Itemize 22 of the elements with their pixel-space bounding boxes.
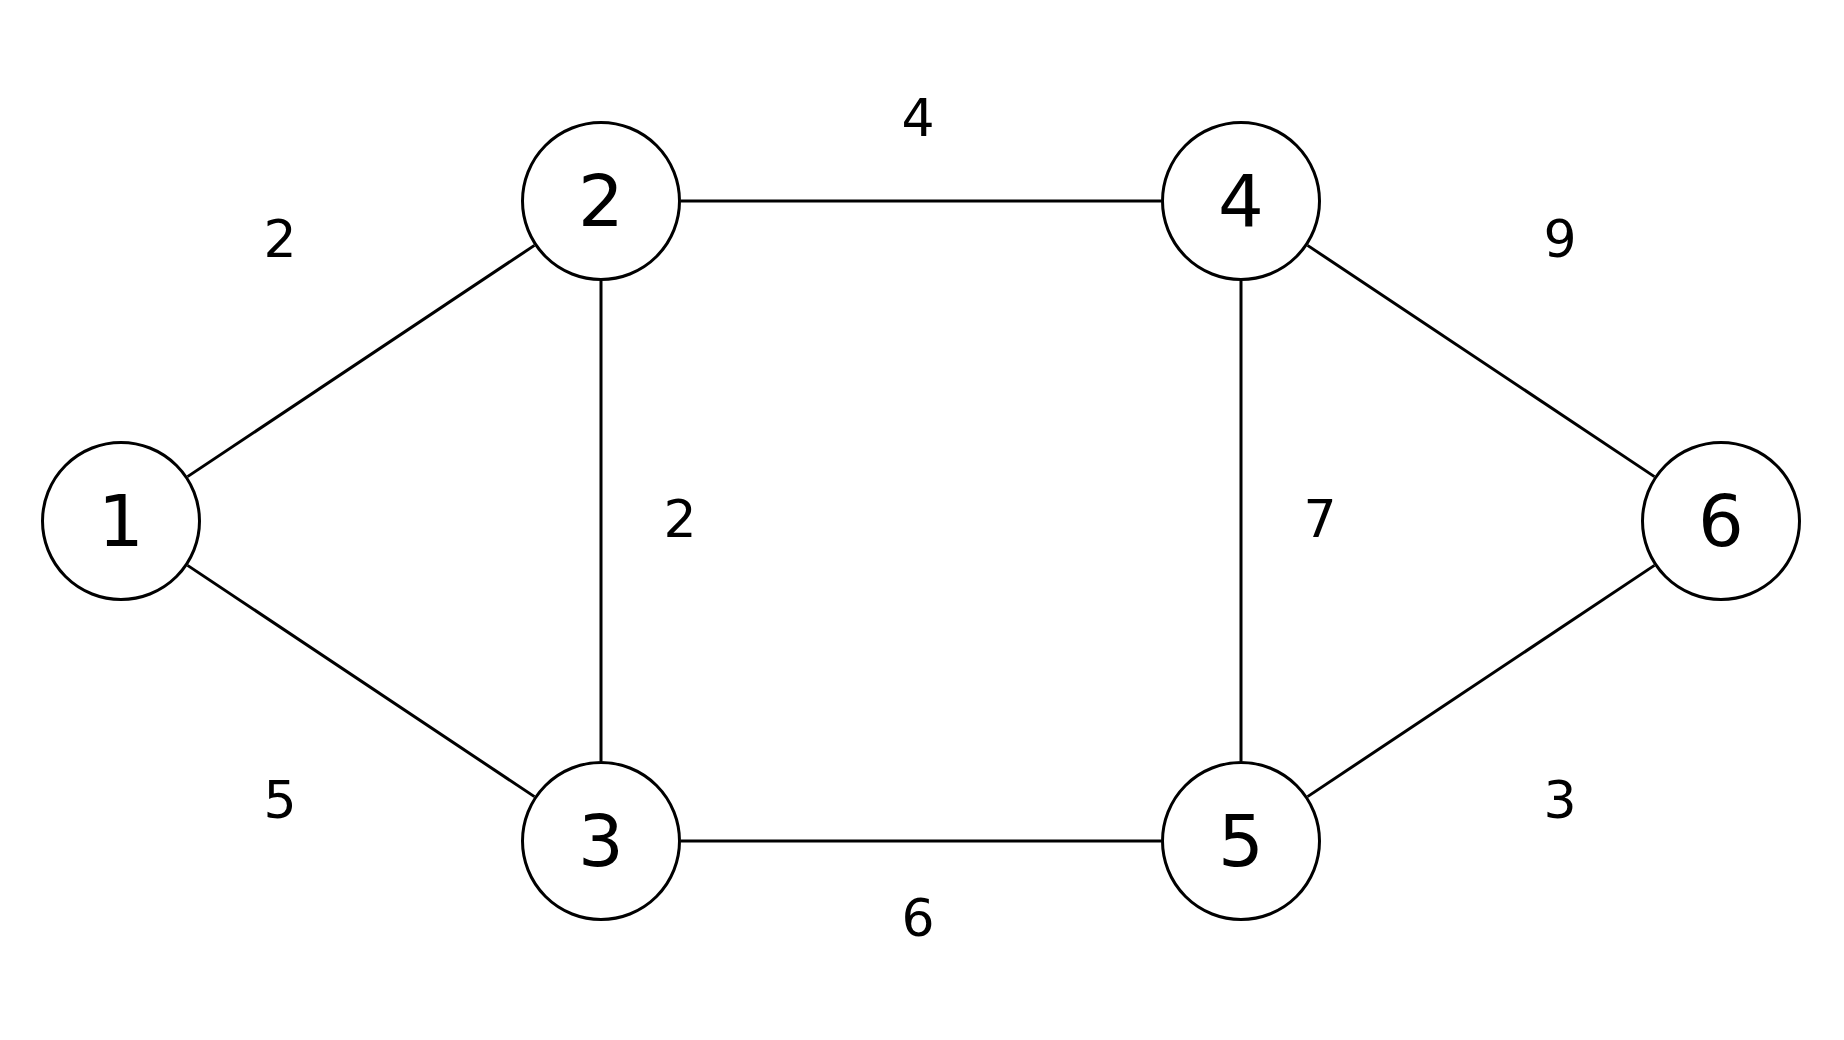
node-number: 4 — [1218, 165, 1264, 237]
node-number: 5 — [1218, 805, 1264, 877]
connector-line — [1306, 244, 1656, 478]
connector-line — [186, 564, 536, 798]
node-number: 3 — [578, 805, 624, 877]
connector-line — [681, 839, 1161, 843]
edge-weight: 9 — [1543, 213, 1577, 265]
connector-line — [1306, 564, 1656, 798]
connector-line — [186, 244, 536, 478]
edge-weight: 6 — [901, 892, 935, 944]
edge-weight: 4 — [901, 92, 935, 144]
edge-weight: 5 — [263, 774, 297, 826]
node-number: 1 — [98, 485, 144, 557]
connector-line — [681, 199, 1161, 203]
edge-weight: 7 — [1303, 493, 1337, 545]
edge-weight: 2 — [263, 213, 297, 265]
node-number: 2 — [578, 165, 624, 237]
edge-weight: 3 — [1543, 774, 1577, 826]
edge-weight: 2 — [663, 493, 697, 545]
connector-line — [599, 281, 603, 761]
node-number: 6 — [1698, 485, 1744, 557]
connector-line — [1239, 281, 1243, 761]
